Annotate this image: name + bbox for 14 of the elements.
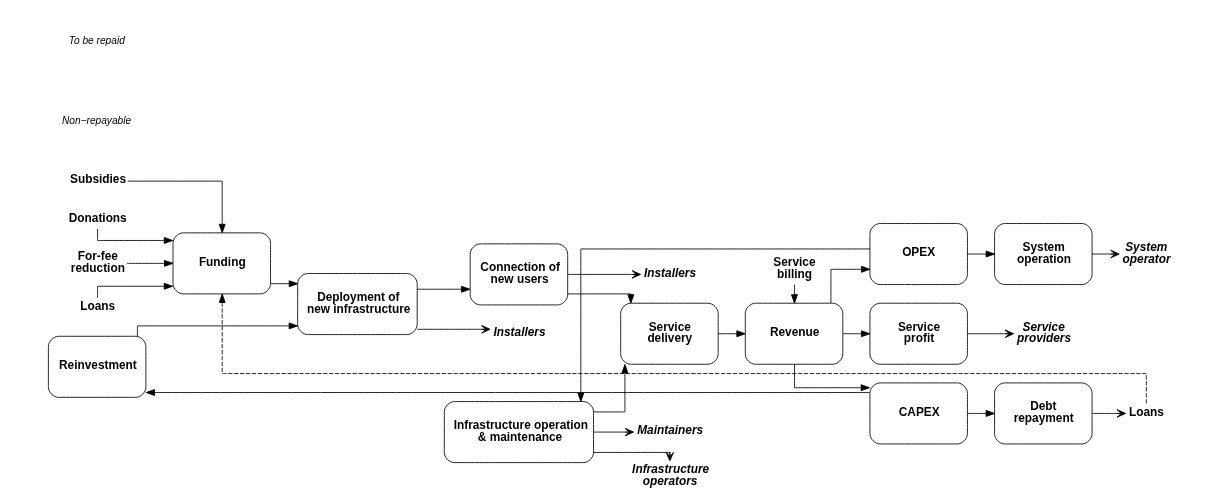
- node-text: Loans: [1128, 404, 1164, 419]
- node-text: Donations: [68, 210, 127, 225]
- label: Non−repayable: [61, 114, 131, 126]
- node-text: Infrastructure operators: [631, 461, 709, 488]
- node-text: System operator: [1122, 239, 1171, 266]
- node-text: Installers: [493, 325, 546, 340]
- node-text: Maintainers: [636, 423, 703, 438]
- node-text: For-fee reduction: [70, 249, 125, 276]
- node-text: Loans: [79, 298, 115, 313]
- node-text: Subsidies: [69, 172, 126, 187]
- node-text: Installers: [643, 265, 696, 280]
- label: To be repaid: [68, 34, 125, 46]
- node-text: Service providers: [1016, 319, 1071, 346]
- node-text: Service billing: [772, 255, 815, 281]
